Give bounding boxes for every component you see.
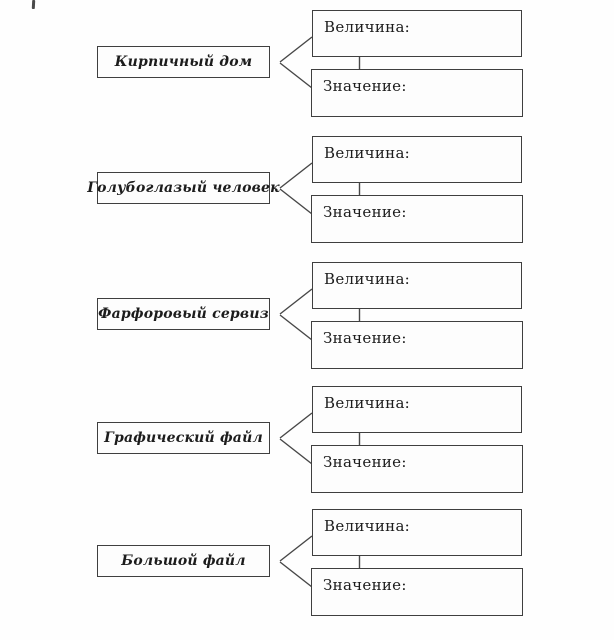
connector-diagonal-up — [279, 288, 313, 315]
connector-diagonal-down — [279, 62, 313, 89]
magnitude-box: Величина: — [312, 10, 522, 57]
connector-diagonal-down — [279, 188, 313, 215]
concept-box: Фарфоровый сервиз — [97, 298, 270, 330]
connector-diagonal-down — [279, 314, 313, 341]
connector-diagonal-up — [279, 162, 313, 189]
concept-box: Большой файл — [97, 545, 270, 577]
connector-diagonal-up — [279, 412, 313, 439]
meaning-box: Значение: — [311, 69, 523, 117]
concept-box: Голубоглазый человек — [87, 172, 280, 204]
connector-diagonal-down — [279, 561, 313, 588]
meaning-box: Значение: — [311, 321, 523, 369]
magnitude-box: Величина: — [312, 509, 522, 556]
meaning-box: Значение: — [311, 568, 523, 616]
concept-box: Кирпичный дом — [97, 46, 270, 78]
magnitude-box: Величина: — [312, 262, 522, 309]
scan-artifact-mark — [31, 0, 36, 10]
magnitude-box: Величина: — [312, 386, 522, 433]
concept-box: Графический файл — [97, 422, 270, 454]
connector-diagonal-up — [279, 36, 313, 63]
meaning-box: Значение: — [311, 195, 523, 243]
connector-diagonal-down — [279, 438, 313, 465]
meaning-box: Значение: — [311, 445, 523, 493]
magnitude-box: Величина: — [312, 136, 522, 183]
connector-diagonal-up — [279, 535, 313, 562]
